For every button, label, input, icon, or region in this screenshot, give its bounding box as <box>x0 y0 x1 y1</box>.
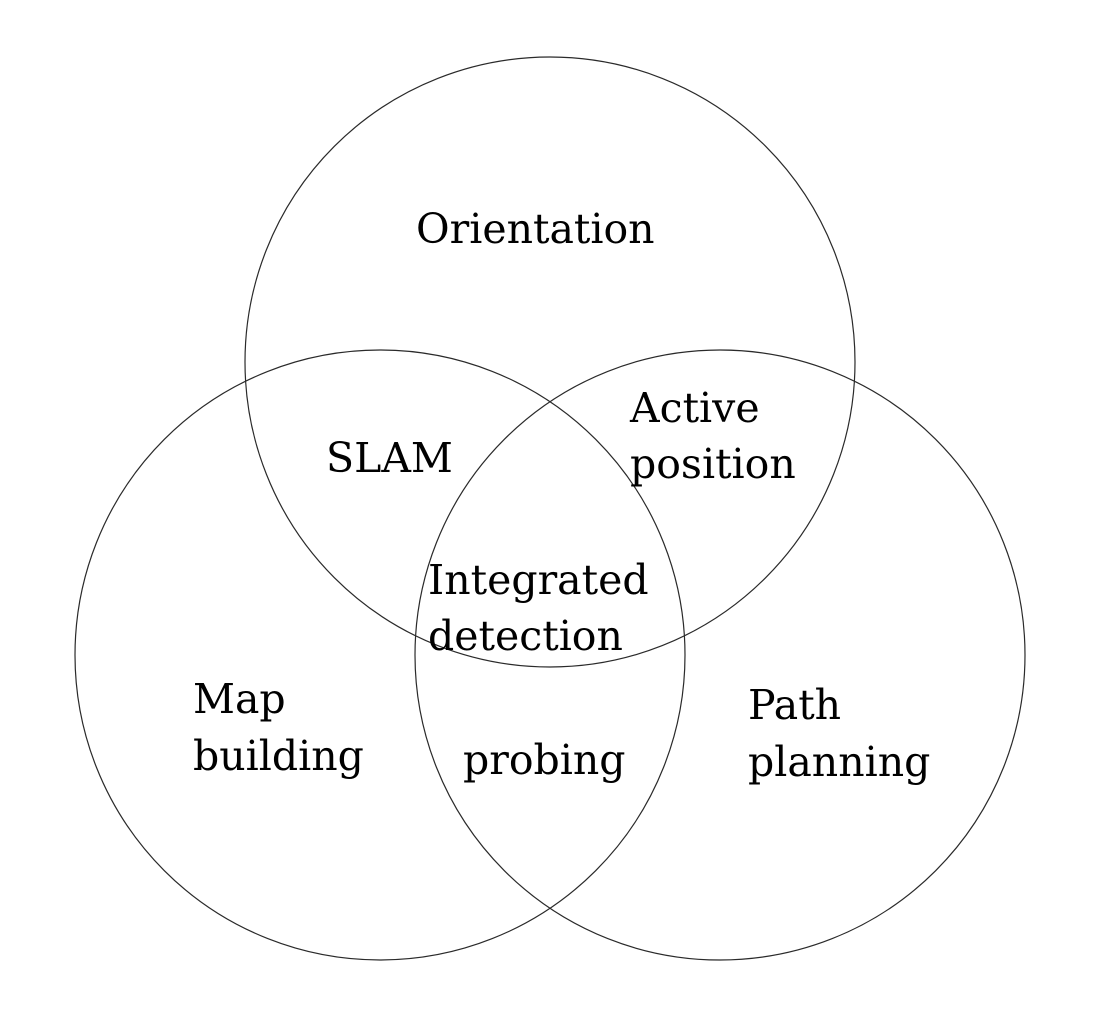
label-map-building-line2: building <box>193 732 364 780</box>
label-path-planning: Path planning <box>748 681 930 786</box>
label-path-planning-line2: planning <box>748 738 930 786</box>
circle-map-building <box>74 349 686 961</box>
label-integrated-detection: Integrated detection <box>428 556 662 660</box>
label-path-planning-line1: Path <box>748 681 841 729</box>
label-map-building-line1: Map <box>193 675 286 723</box>
label-integrated-detection-line2: detection <box>428 612 623 660</box>
label-active-position-line1: Active <box>629 384 760 432</box>
circle-orientation <box>244 56 856 668</box>
label-active-position: Active position <box>629 384 796 488</box>
label-integrated-detection-line1: Integrated <box>428 556 649 604</box>
label-probing: probing <box>463 736 626 784</box>
label-map-building: Map building <box>193 675 364 780</box>
label-slam: SLAM <box>326 434 453 482</box>
circle-path-planning <box>414 349 1026 961</box>
label-orientation: Orientation <box>416 205 655 253</box>
label-active-position-line2: position <box>630 440 796 488</box>
